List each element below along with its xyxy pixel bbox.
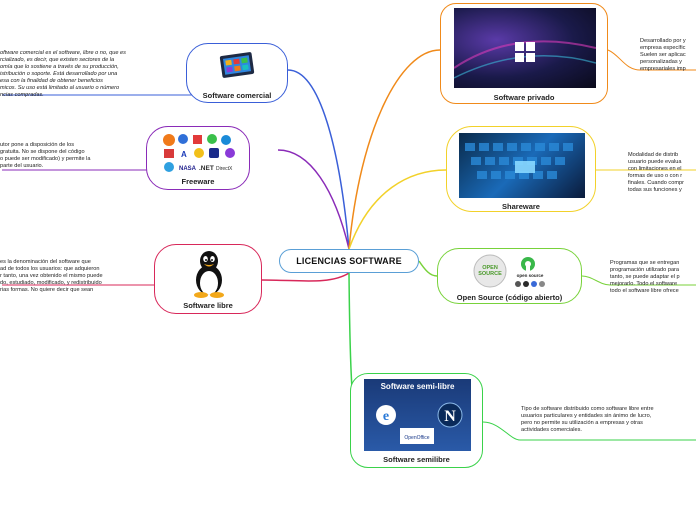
- node-label: Software semilibre: [383, 455, 450, 464]
- note-open-source: Programas que se entregan programación u…: [610, 260, 680, 294]
- tablet-image: [215, 50, 259, 82]
- note-software-comercial: oftware comercial es el software, libre …: [0, 50, 126, 98]
- svg-text:NASA: NASA: [179, 166, 197, 172]
- windows-wallpaper-image: [454, 8, 596, 88]
- internet-explorer-icon: e: [376, 405, 396, 425]
- node-software-semilibre[interactable]: Software semi-libre e N OpenOffice Softw…: [350, 373, 483, 468]
- node-software-comercial[interactable]: Software comercial: [186, 43, 288, 103]
- note-software-libre: es la denominación del software que ad d…: [0, 259, 103, 293]
- node-software-libre[interactable]: Software libre: [154, 244, 262, 314]
- central-topic-label: LICENCIAS SOFTWARE: [296, 256, 402, 266]
- note-freeware: utor pone a disposición de los gratuita.…: [0, 142, 91, 169]
- semi-libre-image-title: Software semi-libre: [380, 382, 455, 391]
- freeware-icons-image: A NASA .NET DirectX: [161, 132, 239, 176]
- central-topic[interactable]: LICENCIAS SOFTWARE: [279, 249, 419, 273]
- node-label: Software privado: [493, 93, 555, 102]
- semi-libre-image: Software semi-libre e N OpenOffice: [364, 379, 471, 451]
- node-label: Software libre: [183, 301, 233, 310]
- keyboard-image: [459, 133, 585, 198]
- windows-logo-icon: [515, 42, 535, 62]
- node-label: Shareware: [502, 202, 540, 211]
- node-software-privado[interactable]: Software privado: [440, 3, 608, 104]
- note-shareware: Modalidad de distrib usuario puede evalu…: [628, 152, 684, 193]
- note-software-semilibre: Tipo de software distribuido como softwa…: [521, 406, 654, 433]
- node-label: Freeware: [181, 177, 215, 186]
- node-label: Software comercial: [202, 91, 272, 100]
- svg-text:N: N: [444, 408, 456, 425]
- node-label: Open Source (código abierto): [456, 293, 563, 302]
- svg-text:A: A: [181, 150, 187, 159]
- svg-text:OpenOffice: OpenOffice: [404, 435, 429, 441]
- tux-penguin-image: [192, 250, 226, 298]
- netscape-icon: N: [437, 402, 463, 428]
- svg-text:DirectX: DirectX: [216, 166, 233, 172]
- note-software-privado: Desarrollado por y empresa específic Sue…: [640, 38, 686, 72]
- node-shareware[interactable]: Shareware: [446, 126, 596, 212]
- svg-text:e: e: [383, 409, 389, 424]
- svg-text:open source: open source: [517, 273, 544, 278]
- svg-text:.NET: .NET: [199, 165, 214, 172]
- node-freeware[interactable]: A NASA .NET DirectX Freeware: [146, 126, 250, 190]
